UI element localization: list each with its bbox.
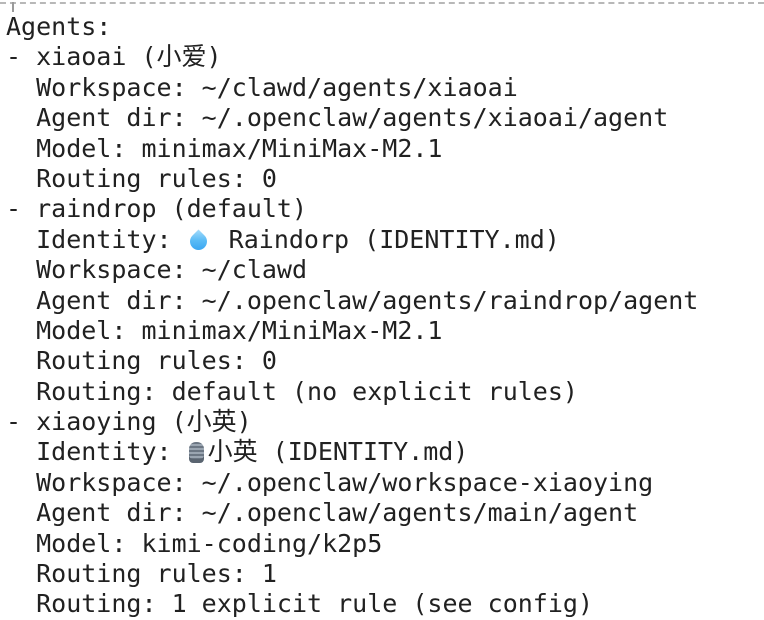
terminal-text: - raindrop (default) bbox=[6, 194, 308, 224]
terminal-text: Model: minimax/MiniMax-M2.1 bbox=[6, 133, 443, 163]
agents-header-line: Agents: bbox=[6, 12, 764, 42]
studio-microphone-icon bbox=[188, 442, 204, 464]
model-line: Model: minimax/MiniMax-M2.1 bbox=[6, 316, 764, 346]
workspace-line: Workspace: ~/clawd/agents/xiaoai bbox=[6, 73, 764, 103]
workspace-line: Workspace: ~/clawd bbox=[6, 255, 764, 285]
terminal-text: Agents: bbox=[6, 12, 112, 41]
terminal-text: Routing: default (no explicit rules) bbox=[6, 376, 578, 406]
terminal-text: Workspace: ~/clawd bbox=[6, 255, 308, 285]
agent-name-line: - xiaoying (小英) bbox=[6, 407, 764, 437]
terminal-text: Routing rules: 1 bbox=[6, 559, 277, 589]
terminal-text: Workspace: ~/clawd/agents/xiaoai bbox=[6, 72, 518, 102]
terminal-text: Agent dir: ~/.openclaw/agents/xiaoai/age… bbox=[6, 103, 669, 133]
workspace-line: Workspace: ~/.openclaw/workspace-xiaoyin… bbox=[6, 468, 764, 498]
terminal-text: Agent dir: ~/.openclaw/agents/raindrop/a… bbox=[6, 285, 699, 315]
terminal-text: Model: minimax/MiniMax-M2.1 bbox=[6, 315, 443, 345]
terminal-text: Routing rules: 0 bbox=[6, 163, 277, 193]
identity-line: Identity: Raindorp (IDENTITY.md) bbox=[6, 225, 764, 255]
terminal-text: - xiaoai (小爱) bbox=[6, 42, 222, 72]
terminal-text: Raindorp (IDENTITY.md) bbox=[213, 224, 560, 254]
terminal-text: Routing: 1 explicit rule (see config) bbox=[6, 589, 593, 619]
routing-rules-line: Routing rules: 0 bbox=[6, 164, 764, 194]
terminal-text: 小英 (IDENTITY.md) bbox=[207, 437, 469, 467]
agent-name-line: - raindrop (default) bbox=[6, 194, 764, 224]
agent-dir-line: Agent dir: ~/.openclaw/agents/main/agent bbox=[6, 498, 764, 528]
terminal-text: Identity: bbox=[6, 437, 187, 467]
terminal-text: - xiaoying (小英) bbox=[6, 407, 252, 437]
terminal-text: Identity: bbox=[6, 224, 187, 254]
agent-name-line: - xiaoai (小爱) bbox=[6, 42, 764, 72]
terminal-text: Model: kimi-coding/k2p5 bbox=[6, 528, 383, 558]
terminal-text: Agent dir: ~/.openclaw/agents/main/agent bbox=[6, 498, 639, 528]
agent-dir-line: Agent dir: ~/.openclaw/agents/raindrop/a… bbox=[6, 286, 764, 316]
terminal-text: Routing rules: 0 bbox=[6, 346, 277, 376]
model-line: Model: kimi-coding/k2p5 bbox=[6, 529, 764, 559]
terminal-output[interactable]: Agents:- xiaoai (小爱) Workspace: ~/clawd/… bbox=[6, 12, 764, 620]
clipped-partial-line: Routing: 1 explicit rule (see config) bbox=[6, 589, 764, 619]
routing-rules-line: Routing rules: 1 bbox=[6, 559, 764, 589]
model-line: Model: minimax/MiniMax-M2.1 bbox=[6, 134, 764, 164]
left-border-tick bbox=[12, 2, 14, 12]
terminal-text: Workspace: ~/.openclaw/workspace-xiaoyin… bbox=[6, 467, 654, 497]
top-border-dashed-line bbox=[0, 2, 764, 4]
agent-dir-line: Agent dir: ~/.openclaw/agents/xiaoai/age… bbox=[6, 103, 764, 133]
droplet-icon bbox=[186, 229, 211, 254]
routing-rules-line: Routing rules: 0 bbox=[6, 346, 764, 376]
routing-line: Routing: default (no explicit rules) bbox=[6, 377, 764, 407]
identity-line: Identity: 小英 (IDENTITY.md) bbox=[6, 437, 764, 467]
